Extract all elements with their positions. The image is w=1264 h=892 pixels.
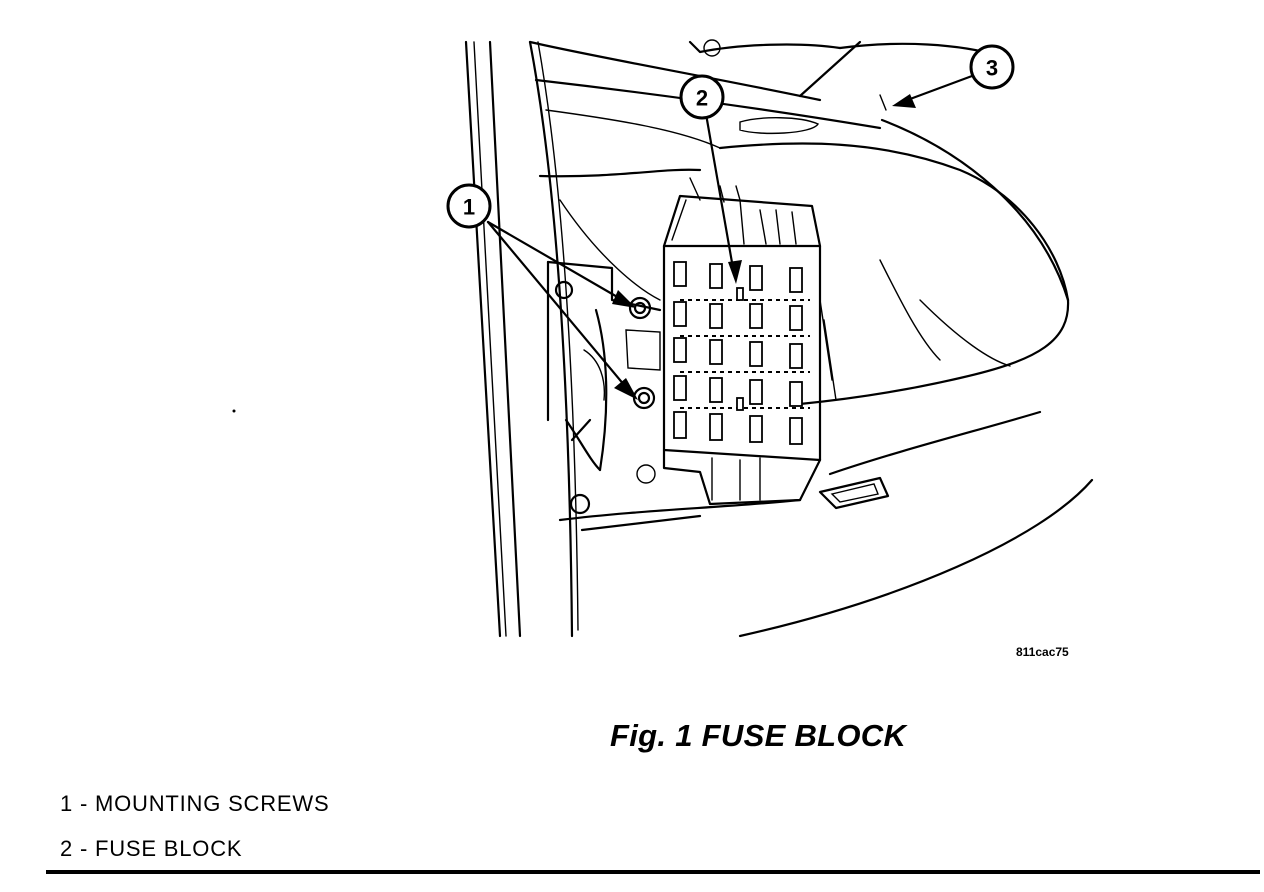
lower-panel bbox=[546, 260, 1094, 638]
a-pillar bbox=[464, 40, 579, 638]
leader-lines bbox=[486, 74, 974, 400]
callout-3: 3 bbox=[969, 44, 1015, 90]
callout-2: 2 bbox=[679, 74, 725, 120]
mounting-screws bbox=[628, 296, 656, 410]
fuse-block bbox=[662, 177, 837, 506]
image-code: 811cac75 bbox=[1016, 645, 1069, 659]
legend-item-mounting-screws: 1 - MOUNTING SCREWS bbox=[60, 791, 330, 816]
legend-item-fuse-block: 2 - FUSE BLOCK bbox=[60, 836, 243, 861]
stray-mark bbox=[232, 409, 236, 413]
callout-2-number: 2 bbox=[696, 86, 708, 111]
callout-3-number: 3 bbox=[986, 56, 998, 81]
bottom-rule bbox=[46, 870, 1260, 874]
instrument-panel bbox=[528, 39, 1070, 406]
callout-1: 1 bbox=[446, 183, 492, 229]
callout-1-number: 1 bbox=[463, 195, 475, 220]
figure-caption: Fig. 1 FUSE BLOCK bbox=[610, 718, 907, 753]
